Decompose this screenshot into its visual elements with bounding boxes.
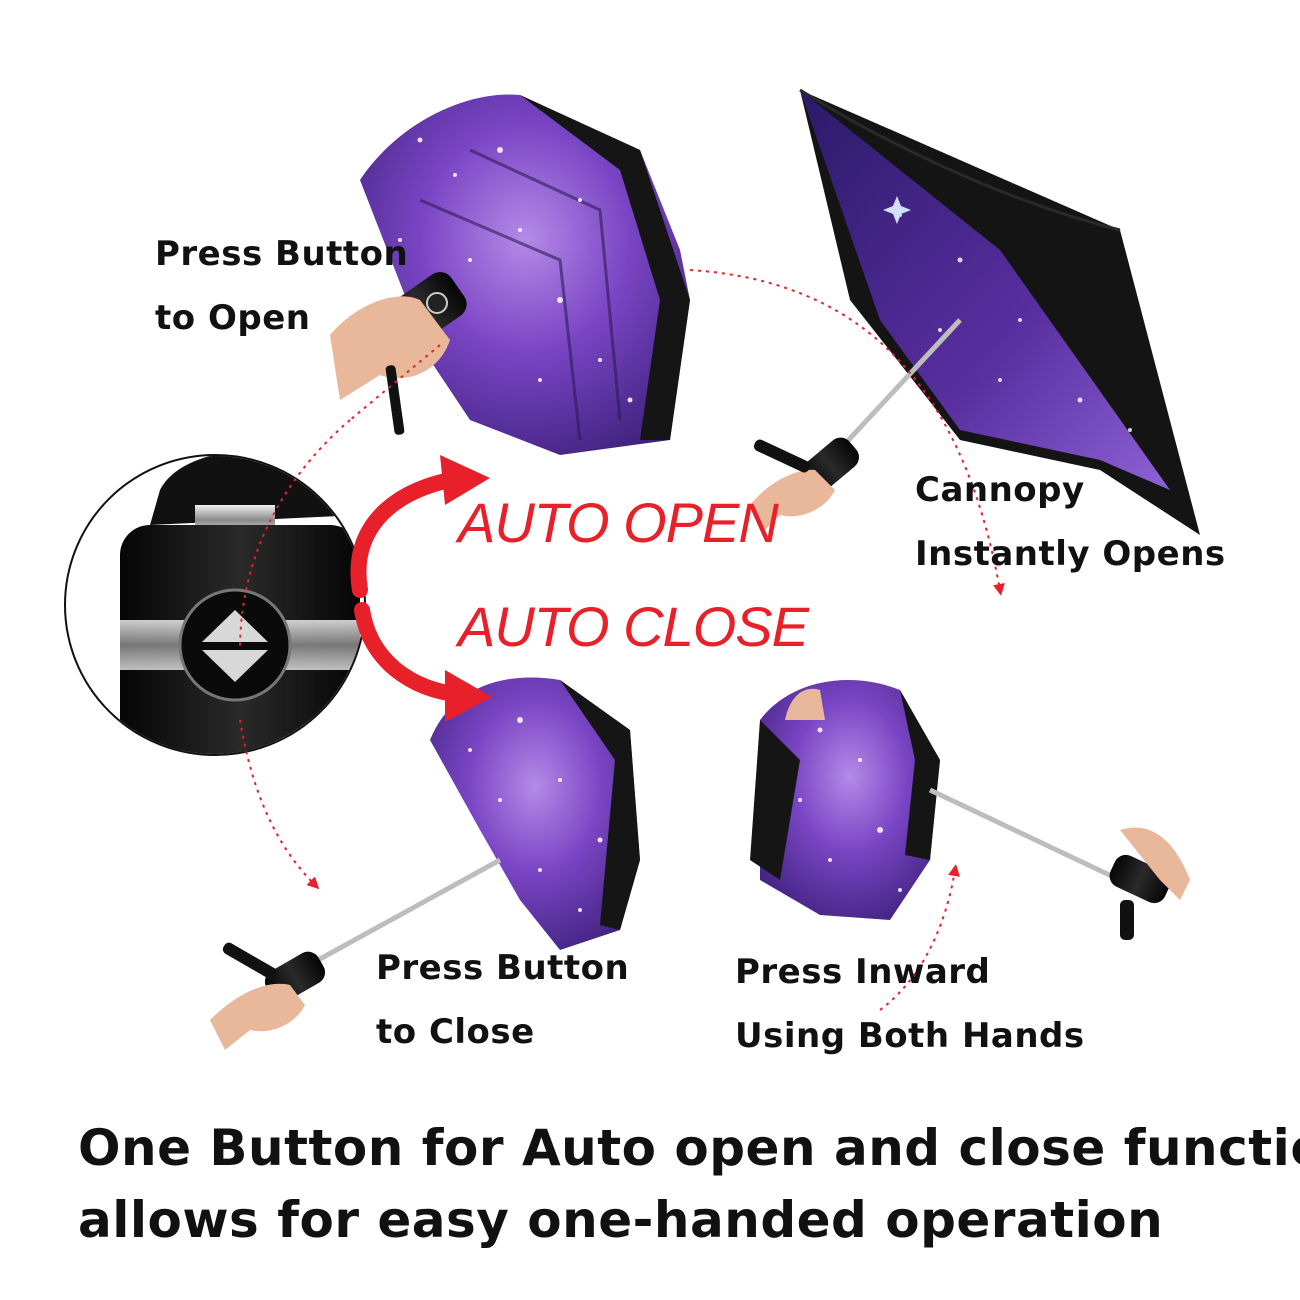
umbrella-closing-image: [210, 677, 640, 1050]
button-closeup: [64, 454, 366, 756]
open-close-button-icon: [202, 610, 268, 682]
caption-press-close: Press Button to Close: [376, 948, 630, 1052]
umbrella-open-image: [750, 88, 1200, 535]
curved-arrow-icon: [350, 455, 492, 722]
caption-canopy-opens: Cannopy Instantly Opens: [915, 470, 1226, 574]
umbrella-press-inward-image: [750, 680, 1190, 940]
caption-press-inward: Press Inward Using Both Hands: [735, 952, 1085, 1056]
dotted-arrow-icon: [239, 269, 1005, 1011]
label-auto-open: AUTO OPEN: [458, 491, 779, 554]
label-auto-close: AUTO CLOSE: [458, 595, 809, 658]
headline-line-2: allows for easy one-handed operation: [78, 1191, 1164, 1249]
headline: One Button for Auto open and close funct…: [78, 1112, 1300, 1256]
headline-line-1: One Button for Auto open and close funct…: [78, 1119, 1300, 1177]
umbrella-opening-image: [330, 94, 690, 455]
caption-press-open: Press Button to Open: [155, 234, 409, 338]
